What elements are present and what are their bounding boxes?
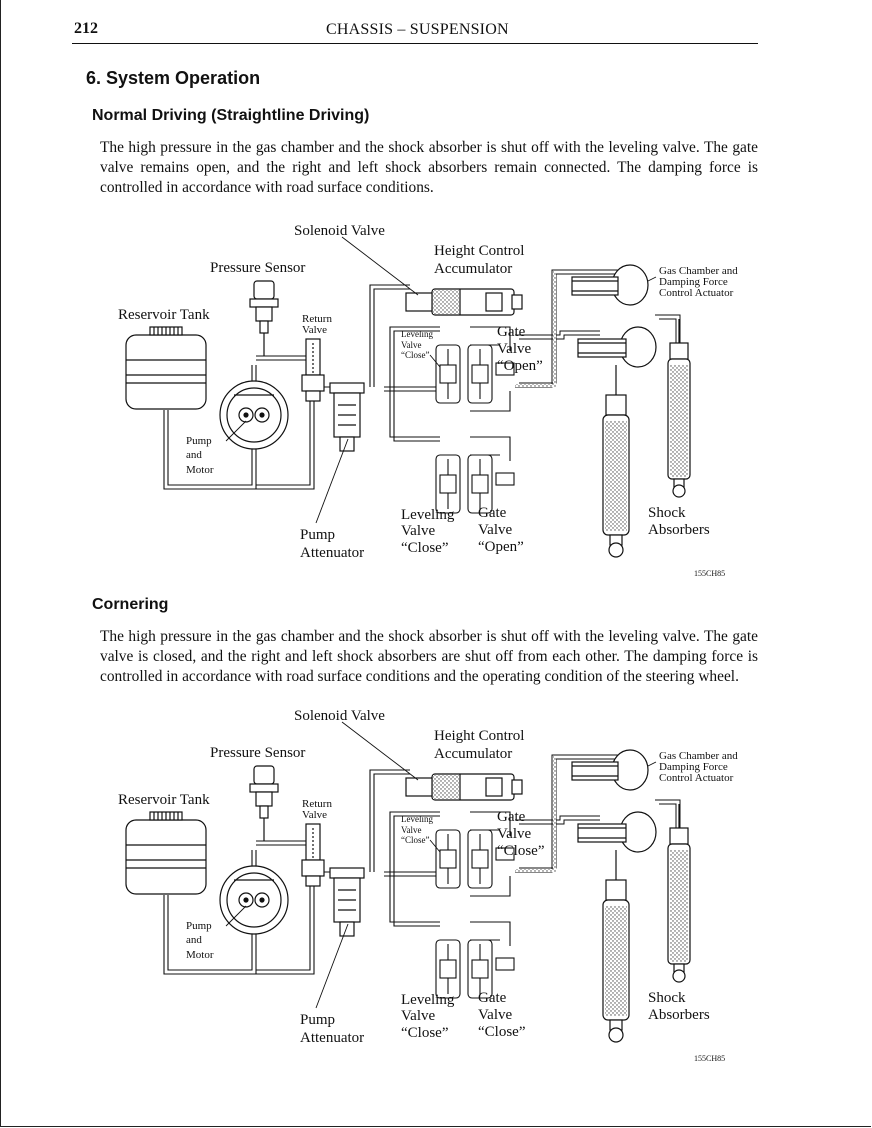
pressure-sensor-label: Pressure Sensor xyxy=(210,260,305,277)
pump-label: Pump xyxy=(186,436,212,448)
normal-driving-paragraph: The high pressure in the gas chamber and… xyxy=(100,138,758,199)
figure-code: 155CH85 xyxy=(694,1050,725,1067)
lower-leveling-label: Leveling xyxy=(401,507,454,524)
lower-gate-valve-label: Valve xyxy=(478,522,512,539)
running-header: CHASSIS – SUSPENSION xyxy=(326,21,509,39)
cornering-heading: Cornering xyxy=(92,596,168,614)
upper-gate-label: Gate xyxy=(497,809,525,826)
inner-close-label: “Close” xyxy=(401,836,430,846)
lower-leveling-label: Leveling xyxy=(401,992,454,1009)
and-label: and xyxy=(186,450,202,462)
attenuator-label: Attenuator xyxy=(300,545,364,562)
upper-gate-valve-label: Valve xyxy=(497,826,531,843)
pressure-sensor-label: Pressure Sensor xyxy=(210,745,305,762)
absorbers-label: Absorbers xyxy=(648,522,710,539)
height-control-label: Height Control xyxy=(434,728,524,745)
figure-code: 155CH85 xyxy=(694,565,725,582)
lower-valve-label: Valve xyxy=(401,523,435,540)
lower-gate-label: Gate xyxy=(478,990,506,1007)
lower-gate-state-label: “Close” xyxy=(478,1024,525,1041)
pump-attenuator-label: Pump xyxy=(300,527,335,544)
normal-driving-heading: Normal Driving (Straightline Driving) xyxy=(92,107,369,125)
lower-gate-state-label: “Open” xyxy=(478,539,524,556)
lower-close-label: “Close” xyxy=(401,1025,448,1042)
pump-attenuator-label: Pump xyxy=(300,1012,335,1029)
header-rule xyxy=(72,43,758,44)
upper-gate-state-label: “Open” xyxy=(497,358,543,375)
upper-gate-state-label: “Close” xyxy=(497,843,544,860)
and-label: and xyxy=(186,935,202,947)
absorbers-label: Absorbers xyxy=(648,1007,710,1024)
inner-leveling-label: Leveling xyxy=(401,330,433,340)
solenoid-valve-label: Solenoid Valve xyxy=(294,708,385,725)
accumulator-label: Accumulator xyxy=(434,261,512,278)
lower-gate-valve-label: Valve xyxy=(478,1007,512,1024)
height-control-label: Height Control xyxy=(434,243,524,260)
page-number: 212 xyxy=(74,20,98,38)
motor-label: Motor xyxy=(186,950,214,962)
shock-label: Shock xyxy=(648,505,686,522)
lower-gate-label: Gate xyxy=(478,505,506,522)
inner-close-label: “Close” xyxy=(401,351,430,361)
reservoir-tank-label: Reservoir Tank xyxy=(118,307,210,324)
return-valve-label-2: Valve xyxy=(302,810,327,822)
motor-label: Motor xyxy=(186,465,214,477)
pump-label: Pump xyxy=(186,921,212,933)
upper-gate-valve-label: Valve xyxy=(497,341,531,358)
inner-leveling-label: Leveling xyxy=(401,815,433,825)
cornering-paragraph: The high pressure in the gas chamber and… xyxy=(100,627,758,688)
lower-valve-label: Valve xyxy=(401,1008,435,1025)
normal-driving-diagram: Solenoid Valve Height Control Accumulato… xyxy=(0,215,872,575)
control-actuator-label: Control Actuator xyxy=(659,288,733,300)
cornering-diagram: Solenoid Valve Height Control Accumulato… xyxy=(0,700,872,1060)
accumulator-label: Accumulator xyxy=(434,746,512,763)
control-actuator-label: Control Actuator xyxy=(659,773,733,785)
upper-gate-label: Gate xyxy=(497,324,525,341)
lower-close-label: “Close” xyxy=(401,540,448,557)
section-title: 6. System Operation xyxy=(86,68,260,89)
solenoid-valve-label: Solenoid Valve xyxy=(294,223,385,240)
return-valve-label-2: Valve xyxy=(302,325,327,337)
attenuator-label: Attenuator xyxy=(300,1030,364,1047)
reservoir-tank-label: Reservoir Tank xyxy=(118,792,210,809)
shock-label: Shock xyxy=(648,990,686,1007)
